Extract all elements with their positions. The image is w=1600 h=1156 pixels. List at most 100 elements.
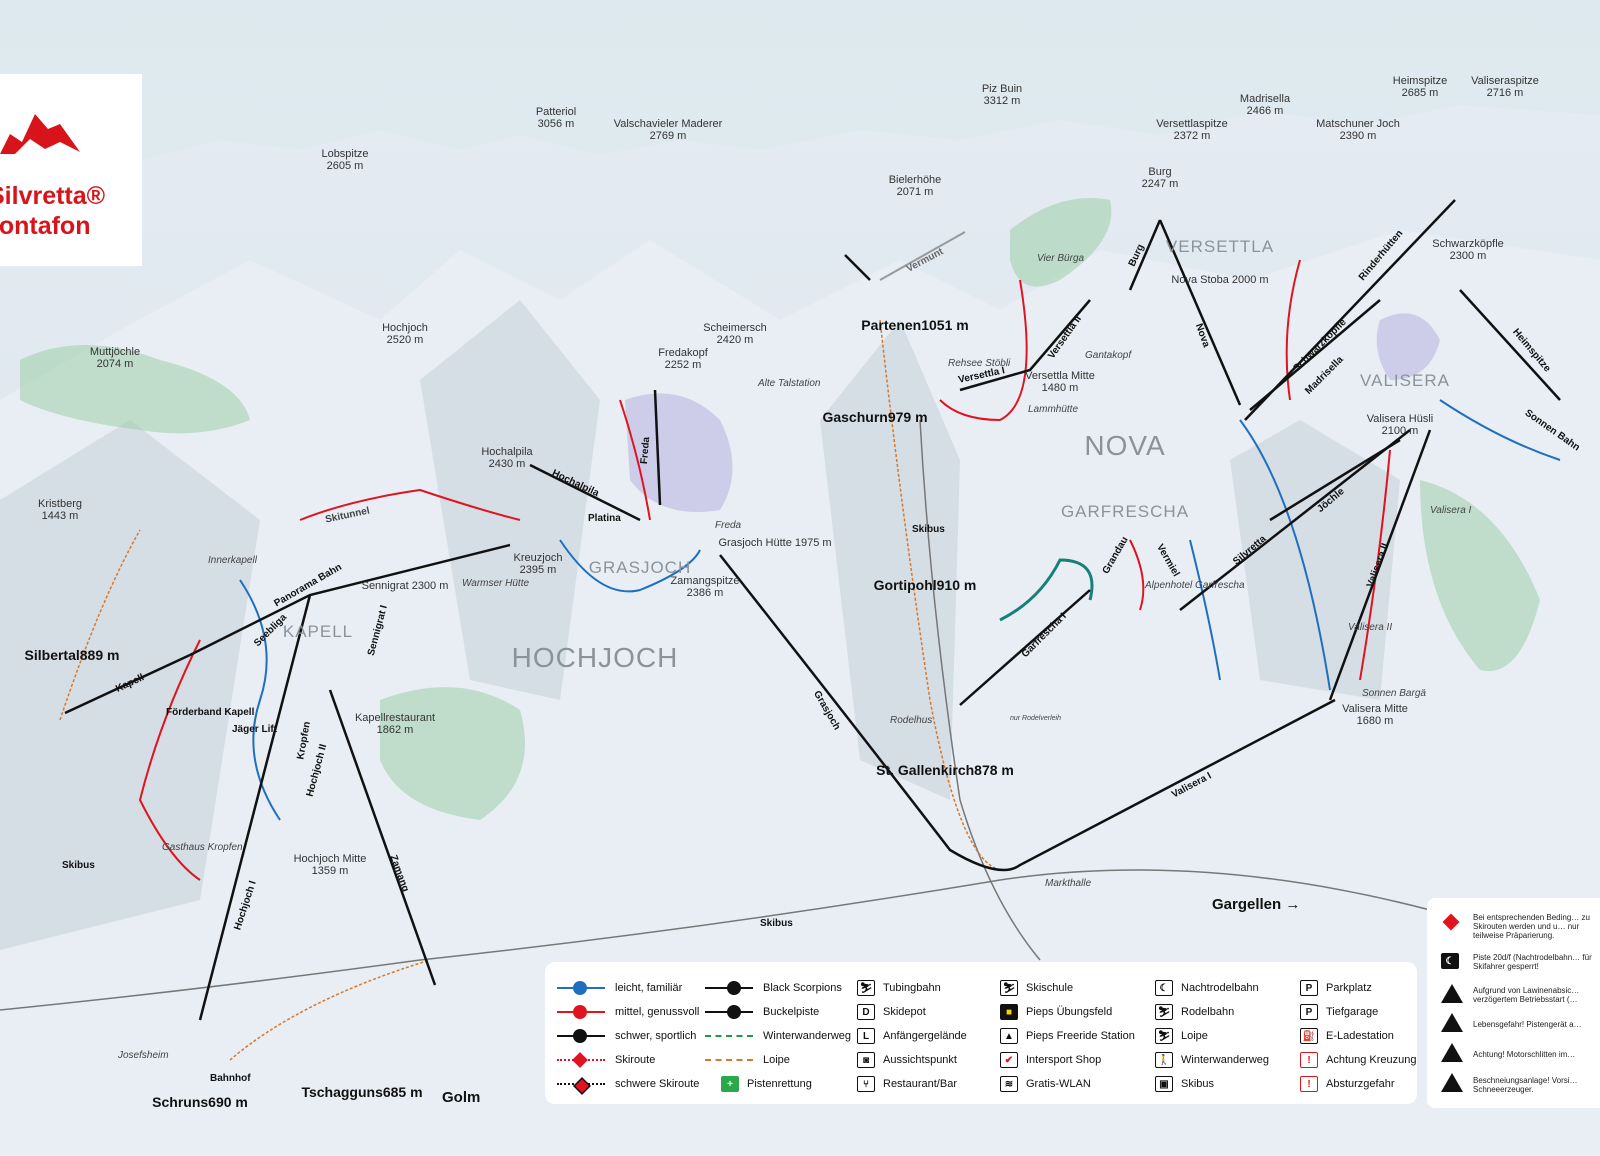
snowmaking-warning-icon <box>1441 1073 1463 1092</box>
sled-icon: ⛷ <box>1155 1004 1173 1020</box>
silvretta-montafon-logo: Silvretta® Montafon <box>0 74 142 266</box>
legend-item: Skiroute <box>557 1048 699 1072</box>
legend-item: ■Pieps Übungsfeld <box>1000 1000 1135 1024</box>
place-label: Freda <box>715 520 742 531</box>
place-label: Jäger Lift <box>232 724 278 735</box>
wifi-icon: ≋ <box>1000 1076 1018 1092</box>
black-piste-icon <box>557 1029 605 1043</box>
logo-line1: Silvretta® <box>0 182 106 210</box>
crossing-warning-icon: ! <box>1300 1052 1318 1068</box>
black-scorpions-icon <box>705 981 753 995</box>
legend-trails: Black Scorpions Buckelpiste Winterwander… <box>705 976 851 1096</box>
cross-country-icon: ⛷ <box>1155 1028 1173 1044</box>
intersport-icon: ✔ <box>1000 1052 1018 1068</box>
skibus-label: Skibus <box>760 918 793 929</box>
bus-icon: ▣ <box>1155 1076 1173 1092</box>
legend-item: leicht, familiär <box>557 976 699 1000</box>
place-label: Rehsee Stöbli <box>948 358 1011 369</box>
winterwalk-line-icon <box>705 1029 753 1043</box>
place-label: Sonnen Bargä <box>1362 688 1426 699</box>
restaurant-icon: ⑂ <box>857 1076 875 1092</box>
legend-item: !Achtung Kreuzung <box>1300 1048 1417 1072</box>
note-text: Aufgrund von Lawinenabsic… verzögertem B… <box>1473 986 1580 1004</box>
skibus-label: Skibus <box>62 860 95 871</box>
map-legend: leicht, familiär mittel, genussvoll schw… <box>545 962 1417 1104</box>
logo-line2: Montafon <box>0 212 91 240</box>
area-nova: NOVA <box>1084 430 1166 461</box>
note-text: Achtung! Motorschlitten im… <box>1473 1050 1576 1059</box>
rescue-icon: + <box>721 1076 739 1092</box>
fall-warning-icon: ! <box>1300 1076 1318 1092</box>
note-text: Piste 20d/f (Nachtrodelbahn… für Skifahr… <box>1473 953 1592 971</box>
legend-item: ▣Skibus <box>1155 1072 1269 1096</box>
town-label: Schruns690 m <box>152 1094 248 1110</box>
place-label: Lammhütte <box>1028 404 1079 415</box>
place-label: Rodelhus <box>890 715 933 726</box>
red-piste-icon <box>557 1005 605 1019</box>
legend-item: ⛷Rodelbahn <box>1155 1000 1269 1024</box>
place-label: Alte Talstation <box>758 378 821 389</box>
mountain-logo-icon <box>0 114 80 154</box>
town-label: Partenen1051 m <box>861 317 969 333</box>
skiroute-icon <box>557 1052 605 1068</box>
town-label: Silbertal889 m <box>24 647 120 663</box>
tubing-icon: ⛷ <box>857 980 875 996</box>
blue-piste-icon <box>557 981 605 995</box>
place-label: Markthalle <box>1045 878 1092 889</box>
place-label: Innerkapell <box>208 555 257 566</box>
mogul-icon <box>705 1005 753 1019</box>
legend-item: ▲Pieps Freeride Station <box>1000 1024 1135 1048</box>
skischool-icon: ⛷ <box>1000 980 1018 996</box>
town-label: Gortipohl910 m <box>873 577 977 593</box>
legend-item: +Pistenrettung <box>705 1072 851 1096</box>
avalanche-warning-icon <box>1441 984 1463 1003</box>
pieps-field-icon: ■ <box>1000 1004 1018 1020</box>
place-label: Valisera I <box>1430 505 1472 516</box>
place-label: Vier Bürga <box>1037 253 1085 264</box>
golm-direction[interactable]: Golm <box>442 1089 481 1106</box>
legend-item: Winterwanderweg <box>705 1024 851 1048</box>
lift-label[interactable]: Platina <box>588 513 621 524</box>
legend-item: Loipe <box>705 1048 851 1072</box>
legend-item: !Absturzgefahr <box>1300 1072 1417 1096</box>
legend-item: Buckelpiste <box>705 1000 851 1024</box>
town-label: St. Gallenkirch878 m <box>876 762 1014 778</box>
pieps-freeride-icon: ▲ <box>1000 1028 1018 1044</box>
legend-item: ⛷Skischule <box>1000 976 1135 1000</box>
area-kapell: KAPELL <box>282 622 354 641</box>
parking-icon: P <box>1300 980 1318 996</box>
legend-item: ⛷Loipe <box>1155 1024 1269 1048</box>
place-label: Gantakopf <box>1085 350 1132 361</box>
hiker-icon: 🚶 <box>1155 1052 1173 1068</box>
legend-item: mittel, genussvoll <box>557 1000 699 1024</box>
gargellen-direction[interactable]: Gargellen → <box>1212 896 1301 913</box>
